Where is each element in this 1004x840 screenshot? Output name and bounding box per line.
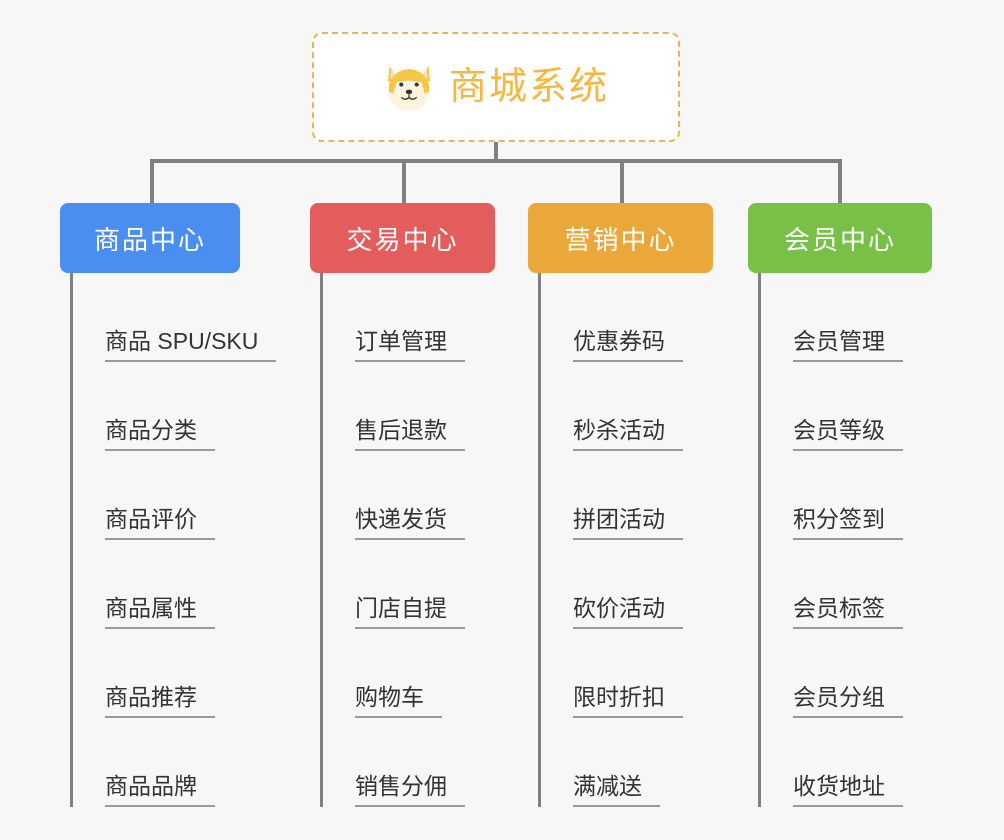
leaf-label: 秒杀活动 [573,417,683,451]
list-item[interactable]: 销售分佣 [323,718,495,807]
list-item[interactable]: 收货地址 [761,718,932,807]
connector-drop-4 [838,159,842,205]
list-item[interactable]: 拼团活动 [541,451,713,540]
category-label: 营销中心 [564,224,677,255]
leaf-label: 满减送 [573,773,660,807]
leaf-label: 销售分佣 [355,773,465,807]
leaf-list-member-center: 会员管理 会员等级 积分签到 会员标签 会员分组 收货地址 [758,273,932,807]
list-item[interactable]: 购物车 [323,629,495,718]
leaf-label: 商品评价 [105,506,215,540]
list-item[interactable]: 会员标签 [761,540,932,629]
list-item[interactable]: 砍价活动 [541,540,713,629]
list-item[interactable]: 商品分类 [73,362,276,451]
leaf-label: 订单管理 [355,328,465,362]
list-item[interactable]: 订单管理 [323,273,495,362]
list-item[interactable]: 会员管理 [761,273,932,362]
connector-drop-1 [150,159,154,205]
list-item[interactable]: 售后退款 [323,362,495,451]
category-label: 会员中心 [783,224,896,255]
list-item[interactable]: 商品推荐 [73,629,276,718]
leaf-label: 砍价活动 [573,595,683,629]
leaf-label: 商品 SPU/SKU [105,328,277,362]
category-label: 商品中心 [93,224,206,255]
list-item[interactable]: 积分签到 [761,451,932,540]
category-box-marketing-center[interactable]: 营销中心 [528,203,713,273]
leaf-label: 购物车 [355,684,442,718]
leaf-label: 会员管理 [793,328,903,362]
root-node[interactable]: 商城系统 [312,32,680,142]
branch-member-center: 会员中心 会员管理 会员等级 积分签到 会员标签 会员分组 收货地址 [748,203,932,807]
leaf-label: 会员分组 [793,684,903,718]
branch-trade-center: 交易中心 订单管理 售后退款 快递发货 门店自提 购物车 销售分佣 [310,203,495,807]
list-item[interactable]: 门店自提 [323,540,495,629]
list-item[interactable]: 满减送 [541,718,713,807]
list-item[interactable]: 商品评价 [73,451,276,540]
leaf-label: 商品属性 [105,595,215,629]
connector-root-stem [494,142,498,162]
leaf-label: 门店自提 [355,595,465,629]
branch-product-center: 商品中心 商品 SPU/SKU 商品分类 商品评价 商品属性 商品推荐 商品品牌 [60,203,277,807]
connector-drop-3 [620,159,624,205]
connector-drop-2 [402,159,406,205]
list-item[interactable]: 限时折扣 [541,629,713,718]
list-item[interactable]: 商品 SPU/SKU [73,273,277,362]
category-box-member-center[interactable]: 会员中心 [748,203,932,273]
category-box-trade-center[interactable]: 交易中心 [310,203,495,273]
leaf-label: 积分签到 [793,506,903,540]
list-item[interactable]: 商品品牌 [73,718,276,807]
connector-horizontal-bus [150,159,840,163]
leaf-label: 拼团活动 [573,506,683,540]
leaf-label: 商品品牌 [105,773,215,807]
category-box-product-center[interactable]: 商品中心 [60,203,240,273]
shiba-dog-face-icon [387,65,431,112]
list-item[interactable]: 商品属性 [73,540,276,629]
leaf-label: 售后退款 [355,417,465,451]
leaf-label: 快递发货 [355,506,465,540]
leaf-list-product-center: 商品 SPU/SKU 商品分类 商品评价 商品属性 商品推荐 商品品牌 [70,273,277,807]
leaf-list-trade-center: 订单管理 售后退款 快递发货 门店自提 购物车 销售分佣 [320,273,495,807]
list-item[interactable]: 会员分组 [761,629,932,718]
leaf-list-marketing-center: 优惠券码 秒杀活动 拼团活动 砍价活动 限时折扣 满减送 [538,273,713,807]
root-title: 商城系统 [448,66,609,108]
list-item[interactable]: 秒杀活动 [541,362,713,451]
leaf-label: 收货地址 [793,773,903,807]
list-item[interactable]: 优惠券码 [541,273,713,362]
leaf-label: 会员标签 [793,595,903,629]
leaf-label: 会员等级 [793,417,903,451]
category-label: 交易中心 [346,224,459,255]
leaf-label: 商品分类 [105,417,215,451]
leaf-label: 优惠券码 [573,328,683,362]
leaf-label: 限时折扣 [573,684,683,718]
list-item[interactable]: 会员等级 [761,362,932,451]
branch-marketing-center: 营销中心 优惠券码 秒杀活动 拼团活动 砍价活动 限时折扣 满减送 [528,203,713,807]
list-item[interactable]: 快递发货 [323,451,495,540]
leaf-label: 商品推荐 [105,684,215,718]
